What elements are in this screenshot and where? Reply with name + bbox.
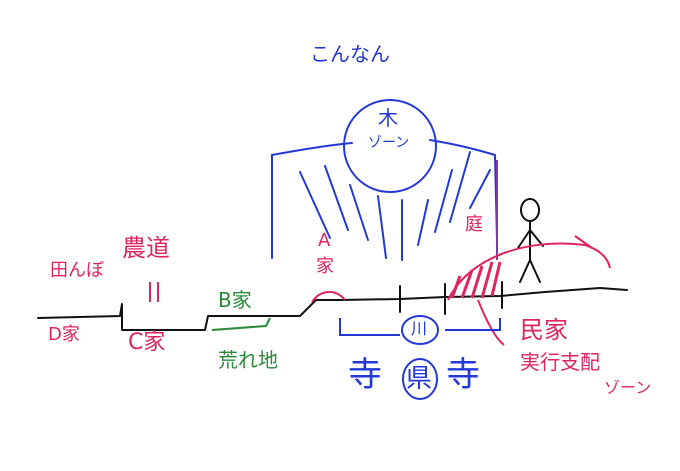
house-b-label: B家	[218, 288, 252, 312]
control-zone-lower	[477, 299, 505, 346]
red-tick-1	[574, 235, 593, 249]
house-a-label-2: 家	[316, 256, 334, 277]
tree-zone-label-2: ゾーン	[368, 135, 410, 151]
control-zone-hatch	[450, 261, 502, 299]
rice-field-label: 田んぼ	[50, 260, 104, 281]
tree-zone-outline-right	[429, 139, 498, 241]
house-a-label-1: A	[318, 230, 331, 251]
river-circle	[401, 315, 439, 345]
tree-strokes	[299, 151, 491, 261]
house-a-mark	[311, 291, 346, 303]
tree-zone-circle	[343, 99, 437, 193]
temple-left-label: 寺	[348, 355, 382, 395]
temple-right-label: 寺	[446, 355, 480, 395]
wasteland-label: 荒れ地	[218, 348, 278, 372]
prefecture-circle	[402, 358, 438, 400]
top-title: こんなん	[310, 42, 390, 66]
tree-zone-label-1: 木	[378, 106, 398, 130]
river-label: 川	[411, 319, 428, 338]
house-c-label: C家	[128, 330, 166, 355]
control-zone-arc-right	[584, 244, 611, 269]
garden-label: 庭	[465, 214, 483, 235]
control-zone-label-1: 実行支配	[520, 350, 600, 374]
control-zone-label-2: ゾーン	[604, 378, 652, 397]
farm-road-label: 農道	[122, 234, 170, 262]
prefecture-label: 県	[406, 364, 433, 394]
stick-figure	[517, 198, 544, 283]
ground-line	[37, 287, 628, 331]
farm-road-marks	[149, 282, 159, 302]
residence-label: 民家	[520, 316, 568, 344]
temple-boundary	[339, 318, 501, 336]
ground-ticks	[399, 281, 503, 315]
house-d-label: D家	[48, 324, 80, 345]
house-b-line	[211, 317, 271, 331]
